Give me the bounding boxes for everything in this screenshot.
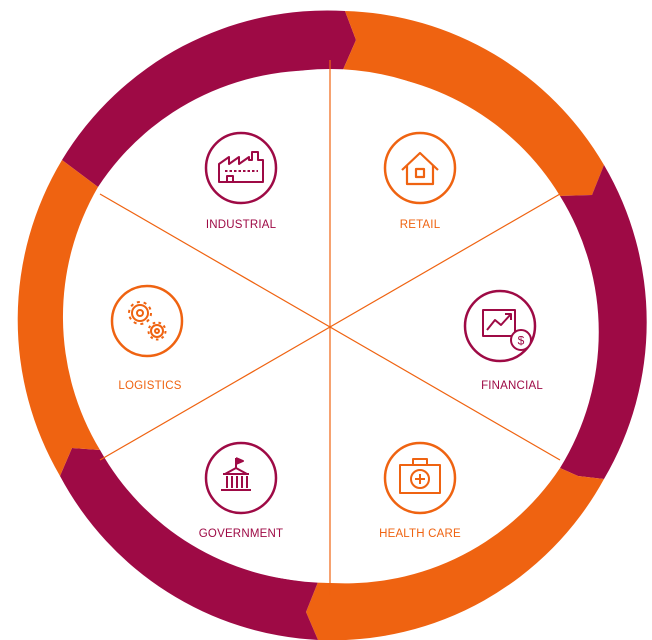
government-icon-ring bbox=[204, 441, 278, 515]
retail-icon-ring bbox=[383, 131, 457, 205]
cycle-arrow-bottom-left bbox=[60, 448, 318, 640]
segment-retail: RETAIL bbox=[383, 131, 457, 231]
segment-label-industrial: INDUSTRIAL bbox=[206, 219, 277, 231]
segment-dividers bbox=[99, 60, 561, 595]
segment-health-care: HEALTH CARE bbox=[379, 441, 461, 540]
health-care-icon-ring bbox=[383, 441, 457, 515]
segment-label-government: GOVERNMENT bbox=[199, 528, 283, 540]
government-building-icon bbox=[221, 457, 251, 491]
cycle-arrow-top-right bbox=[342, 11, 604, 196]
segment-label-health-care: HEALTH CARE bbox=[379, 528, 461, 540]
logistics-icon-ring bbox=[110, 284, 184, 358]
segment-label-financial: FINANCIAL bbox=[481, 380, 543, 392]
segment-industrial: INDUSTRIAL bbox=[204, 131, 278, 231]
cycle-arrow-bottom-right bbox=[306, 468, 604, 640]
industrial-icon-ring bbox=[204, 131, 278, 205]
house-icon bbox=[401, 151, 439, 186]
segment-label-retail: RETAIL bbox=[400, 219, 441, 231]
cycle-arrow-right bbox=[560, 165, 647, 479]
factory-icon bbox=[218, 151, 264, 183]
segment-government: GOVERNMENT bbox=[199, 441, 283, 540]
cycle-arrow-top-left bbox=[62, 10, 356, 188]
segment-financial: $ FINANCIAL bbox=[463, 289, 543, 392]
medical-kit-icon bbox=[399, 458, 441, 494]
cycle-arrow-ring bbox=[17, 10, 647, 640]
divider-diagonal-2 bbox=[99, 193, 561, 461]
segment-logistics: LOGISTICS bbox=[110, 284, 184, 392]
svg-text:$: $ bbox=[518, 334, 525, 348]
financial-icon-ring bbox=[463, 289, 537, 363]
segment-label-logistics: LOGISTICS bbox=[118, 380, 181, 392]
gears-icon bbox=[128, 301, 167, 341]
chart-dollar-icon: $ bbox=[482, 309, 532, 351]
cycle-arrow-left bbox=[17, 160, 100, 476]
